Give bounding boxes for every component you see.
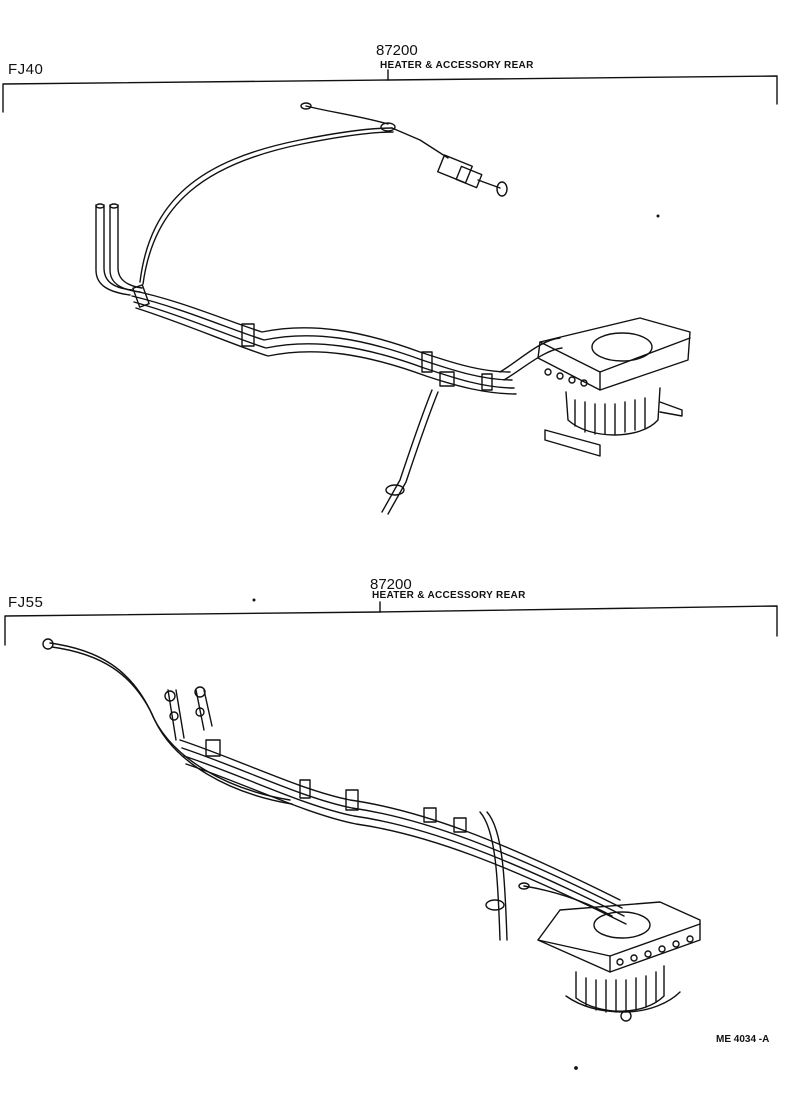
model-label-fj55: FJ55	[8, 594, 44, 611]
control-switch-icon	[437, 154, 508, 197]
heater-hose-bundle	[129, 284, 517, 395]
hose-fittings-fj55	[164, 686, 213, 741]
heater-hose-bundle-fj55	[179, 739, 627, 925]
drain-hose	[381, 389, 439, 515]
part-name-2: HEATER & ACCESSORY REAR	[372, 590, 526, 601]
part-name-1: HEATER & ACCESSORY REAR	[380, 60, 534, 71]
fj40-assembly	[95, 102, 691, 515]
part-number-2: 87200	[370, 576, 412, 593]
rear-heater-unit-fj40	[537, 317, 691, 457]
section-2-bracket	[4, 601, 778, 646]
control-cable	[139, 102, 449, 285]
section-1-bracket	[2, 69, 778, 113]
rear-heater-unit-fj55	[537, 901, 701, 1022]
heater-hose-ends	[95, 203, 143, 296]
fj55-assembly	[42, 638, 701, 1022]
part-number-1: 87200	[376, 42, 418, 59]
control-cable-fj55	[42, 638, 293, 805]
figure-code: ME 4034 -A	[716, 1034, 770, 1045]
drain-hose-fj55	[479, 811, 508, 941]
model-label-fj40: FJ40	[8, 61, 44, 78]
